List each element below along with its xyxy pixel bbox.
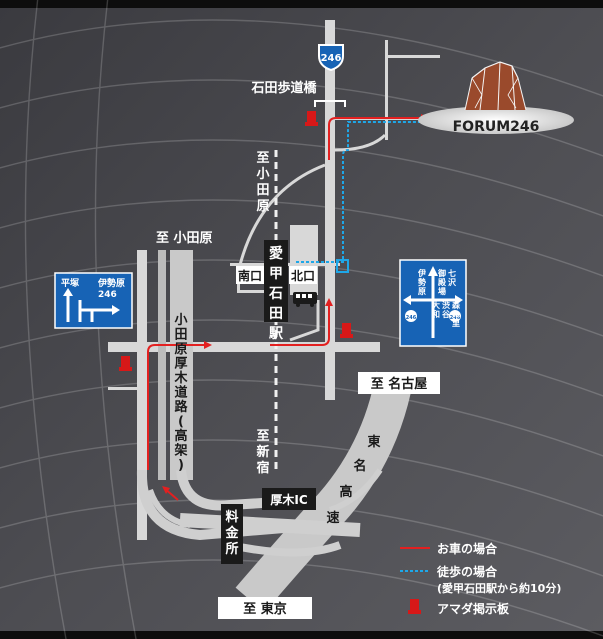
legend: お車の場合 徒歩の場合 (愛甲石田駅から約10分) アマダ掲示板 (400, 541, 561, 616)
route-246-shield-icon: 246 (318, 44, 344, 72)
to-nagoya-badge: 至 名古屋 (358, 372, 440, 394)
road-network (108, 20, 440, 613)
legend-walk-note: (愛甲石田駅から約10分) (437, 581, 561, 595)
svg-text:七沢御殿場伊勢原渋谷大和森の里: 七沢御殿場伊勢原渋谷大和森の里 (417, 268, 461, 328)
road-sign-left: 平塚 伊勢原 246 (54, 272, 133, 329)
svg-text:246: 246 (321, 53, 342, 64)
legend-walk: 徒歩の場合 (436, 564, 498, 579)
atsugi-ic-badge: 厚木IC (262, 488, 316, 510)
legend-car: お車の場合 (437, 541, 498, 556)
svg-text:南口: 南口 (238, 268, 262, 283)
svg-text:平塚: 平塚 (61, 277, 79, 289)
tollgate-badge: 料金所 (221, 504, 243, 564)
station-name-label: 愛甲石田駅 (268, 245, 284, 342)
forum246-building: FORUM246 (418, 61, 574, 135)
arrow-right-icon (112, 305, 120, 315)
forum246-label: FORUM246 (453, 119, 540, 135)
amada-board-markers (119, 111, 353, 371)
board-marker-top (305, 111, 318, 126)
tomei-expressway-road (235, 371, 414, 613)
walk-route (296, 121, 427, 273)
cross-road (108, 342, 380, 352)
to-shinjuku-label: 至新宿 (256, 429, 269, 476)
svg-text:至 東京: 至 東京 (243, 601, 287, 617)
board-marker-left (119, 356, 132, 371)
odawara-atsugi-road (170, 250, 193, 480)
svg-text:東名高速: 東名高速 (326, 434, 380, 526)
svg-text:246: 246 (98, 290, 117, 300)
north-exit: 北口 (289, 266, 317, 284)
arrow-up-icon (63, 288, 73, 296)
svg-text:北口: 北口 (291, 268, 315, 283)
aiko-ishida-station: 愛甲石田駅 (264, 240, 288, 342)
arrow-left-icon (403, 295, 411, 305)
pedestrian-bridge-marker (314, 100, 346, 107)
svg-text:小田原厚木道路(高架): 小田原厚木道路(高架) (173, 313, 188, 473)
svg-text:厚木IC: 厚木IC (270, 492, 307, 507)
odawara-atsugi-label: 小田原厚木道路(高架) (173, 313, 188, 473)
to-odawara-label: 至 小田原 (156, 231, 213, 246)
svg-text:伊勢原: 伊勢原 (97, 277, 125, 289)
bus-icon (293, 292, 317, 307)
south-exit: 南口 (236, 266, 264, 284)
to-tokyo-badge: 至 東京 (218, 597, 312, 619)
to-odawara-vertical-label: 至小田原 (256, 151, 269, 214)
pedestrian-bridge-label: 石田歩道橋 (250, 80, 317, 96)
svg-text:料金所: 料金所 (224, 509, 239, 557)
arrow-right-icon (455, 295, 463, 305)
svg-text:至 名古屋: 至 名古屋 (371, 376, 428, 392)
svg-text:246: 246 (450, 315, 461, 321)
legend-board: アマダ掲示板 (437, 601, 510, 616)
arrow-up-icon (428, 266, 438, 276)
route-246-road (325, 20, 335, 400)
road-sign-right: 246 246 七沢御殿場伊勢原渋谷大和森の里 (399, 259, 467, 347)
svg-text:246: 246 (406, 315, 417, 321)
tomei-expressway-label: 東名高速 (326, 434, 380, 526)
board-marker-right (340, 323, 353, 338)
